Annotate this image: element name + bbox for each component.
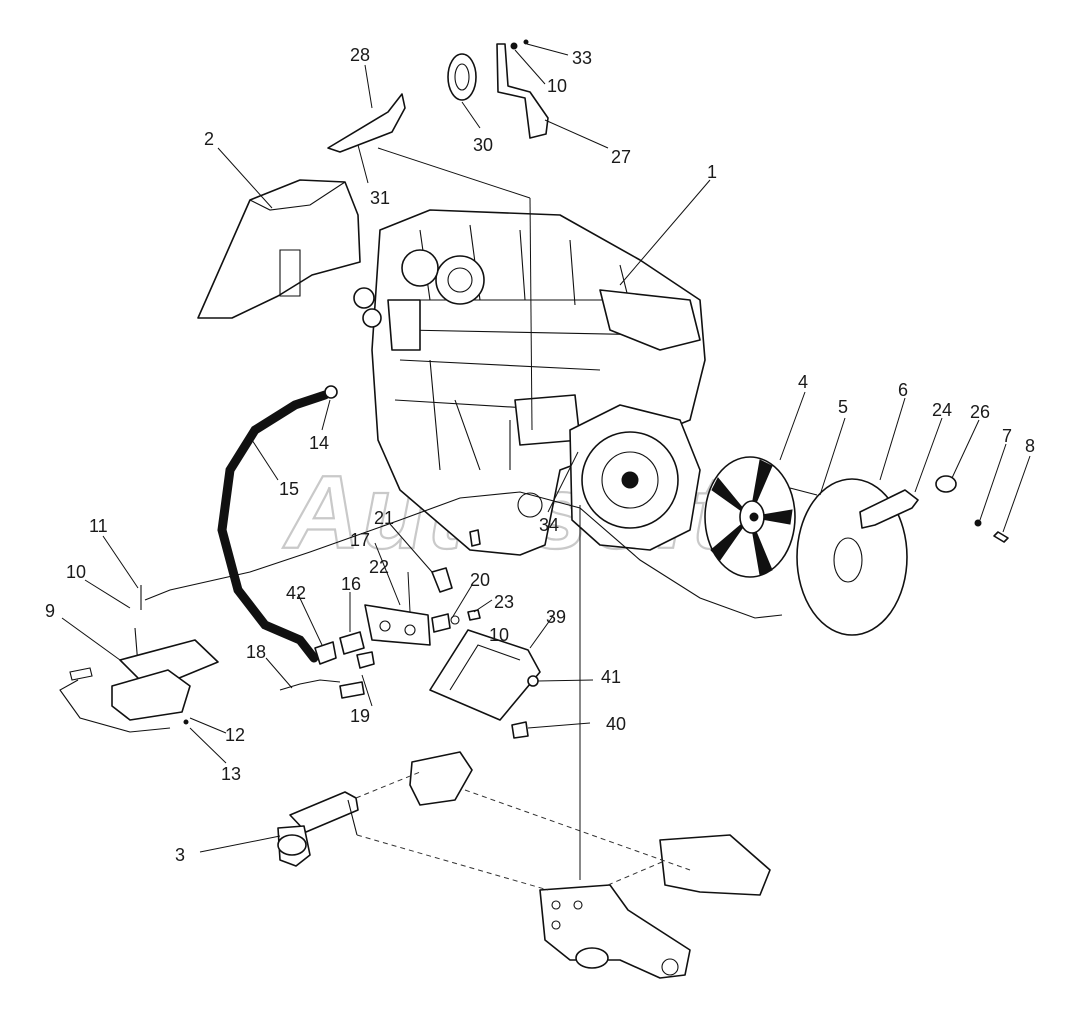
wiring-harness — [144, 491, 783, 619]
callout-label: 28 — [350, 45, 370, 65]
callout-label: 33 — [572, 48, 592, 68]
callout-label: 24 — [932, 400, 952, 420]
leader-lines — [61, 43, 1031, 880]
callout-label: 39 — [546, 607, 566, 627]
callout-label: 3 — [175, 845, 185, 865]
callout-label: 6 — [898, 380, 908, 400]
bracket-plate — [327, 93, 406, 153]
callout-label: 16 — [341, 574, 361, 594]
callout-label: 13 — [221, 764, 241, 784]
callout-label: 10 — [547, 76, 567, 96]
callout-label: 8 — [1025, 436, 1035, 456]
callout-label: 11 — [89, 516, 108, 536]
callout-label: 20 — [470, 570, 490, 590]
callout-label: 10 — [66, 562, 86, 582]
callout-label: 18 — [246, 642, 266, 662]
callout-label: 12 — [225, 725, 245, 745]
callout-label: 10 — [489, 625, 509, 645]
callout-label: 31 — [370, 188, 390, 208]
hose-fitting — [324, 385, 338, 399]
upper-bracket — [447, 39, 549, 139]
heat-shield — [197, 179, 361, 319]
engine-mount-right — [539, 834, 771, 979]
ecu-module — [59, 585, 219, 733]
callout-label: 21 — [374, 508, 394, 528]
callout-label: 19 — [350, 706, 370, 726]
callout-label: 41 — [601, 667, 621, 687]
side-bracket-hardware — [789, 475, 1009, 543]
flywheel-housing — [569, 404, 701, 551]
callout-label: 30 — [473, 135, 493, 155]
engine-mount-left — [277, 751, 473, 867]
fittings-cluster — [279, 529, 481, 699]
callout-label: 5 — [838, 397, 848, 417]
callout-label: 14 — [309, 433, 329, 453]
callout-label: 23 — [494, 592, 514, 612]
callout-label: 15 — [279, 479, 299, 499]
callout-label: 26 — [970, 402, 990, 422]
callout-label: 22 — [369, 557, 389, 577]
engine-block — [353, 209, 706, 556]
callout-label: 9 — [45, 601, 55, 621]
callout-label: 4 — [798, 372, 808, 392]
callout-label: 17 — [350, 530, 370, 550]
lower-tray-bracket — [429, 629, 541, 739]
callout-label: 2 — [204, 129, 214, 149]
callout-label: 34 — [539, 515, 559, 535]
callout-label: 40 — [606, 714, 626, 734]
callout-label: 42 — [286, 583, 306, 603]
alignment-lines — [355, 771, 691, 891]
callout-label: 7 — [1002, 426, 1012, 446]
callout-labels: 28 33 10 30 27 2 31 1 4 5 6 24 26 7 8 14… — [45, 45, 1035, 865]
callout-label: 1 — [707, 162, 717, 182]
cooling-fan — [704, 456, 796, 578]
callout-label: 27 — [611, 147, 631, 167]
